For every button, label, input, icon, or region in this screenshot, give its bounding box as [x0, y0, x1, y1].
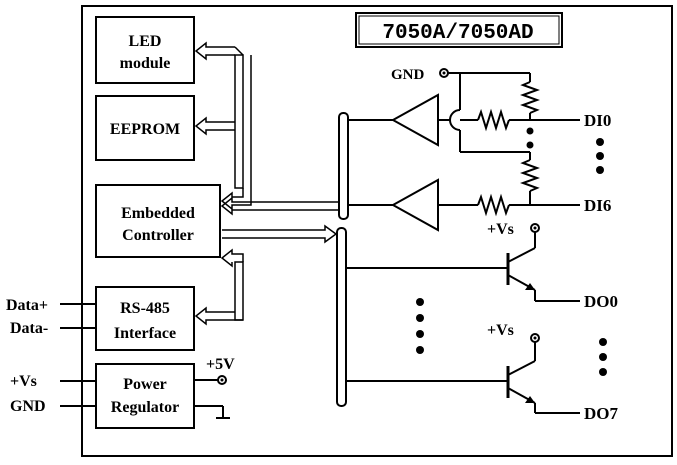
power-regulator-block — [95, 363, 195, 429]
input-bus — [338, 112, 349, 220]
power-label-line2: Regulator — [111, 399, 179, 416]
title-box: 7050A/7050AD — [355, 12, 563, 48]
ellipsis-dot — [416, 330, 424, 338]
rs485-label-line2: Interface — [114, 325, 176, 342]
ellipsis-dot — [526, 141, 534, 149]
ellipsis-dot — [416, 314, 424, 322]
input-channel-di0 — [348, 72, 580, 153]
vs-left-label: +Vs — [10, 373, 37, 390]
eeprom-block — [95, 95, 195, 161]
local-bus — [194, 41, 252, 326]
controller-label-line2: Controller — [122, 227, 194, 244]
ellipsis-dot — [599, 338, 607, 346]
embedded-controller-block — [95, 184, 221, 258]
di6-label: DI6 — [584, 196, 611, 215]
do0-label: DO0 — [584, 292, 618, 311]
rs485-label-line1: RS-485 — [120, 300, 170, 317]
ellipsis-dot — [416, 298, 424, 306]
plus5v-label: +5V — [206, 356, 235, 373]
eeprom-label: EEPROM — [110, 121, 180, 138]
ellipsis-dot — [596, 166, 604, 174]
vs-do7-label: +Vs — [487, 322, 514, 339]
output-channel-do7 — [346, 342, 580, 414]
ellipsis-dot — [526, 127, 534, 135]
gnd-left-label: GND — [10, 398, 46, 415]
data-plus-label: Data+ — [6, 297, 48, 314]
input-channel-di6 — [348, 178, 580, 232]
led-module-label-line1: LED — [129, 33, 162, 50]
output-channel-do0 — [346, 231, 580, 302]
output-bus — [336, 227, 347, 407]
left-pins — [60, 303, 96, 407]
gnd-top-label: GND — [391, 67, 425, 83]
rs485-interface-block — [95, 286, 195, 351]
controller-label-line1: Embedded — [121, 205, 195, 222]
ground-symbol — [194, 405, 230, 419]
data-minus-label: Data- — [10, 320, 48, 337]
title-label: 7050A/7050AD — [382, 22, 533, 45]
ellipsis-dot — [599, 368, 607, 376]
ellipsis-dot — [596, 152, 604, 160]
power-label-line1: Power — [123, 376, 167, 393]
vs-do0-label: +Vs — [487, 221, 514, 238]
ellipsis-dot — [599, 353, 607, 361]
ellipsis-dot — [596, 138, 604, 146]
do7-label: DO7 — [584, 404, 619, 423]
ellipsis-dot — [416, 346, 424, 354]
di0-label: DI0 — [584, 111, 611, 130]
led-module-label-line2: module — [120, 55, 171, 72]
led-module-block — [95, 16, 195, 84]
